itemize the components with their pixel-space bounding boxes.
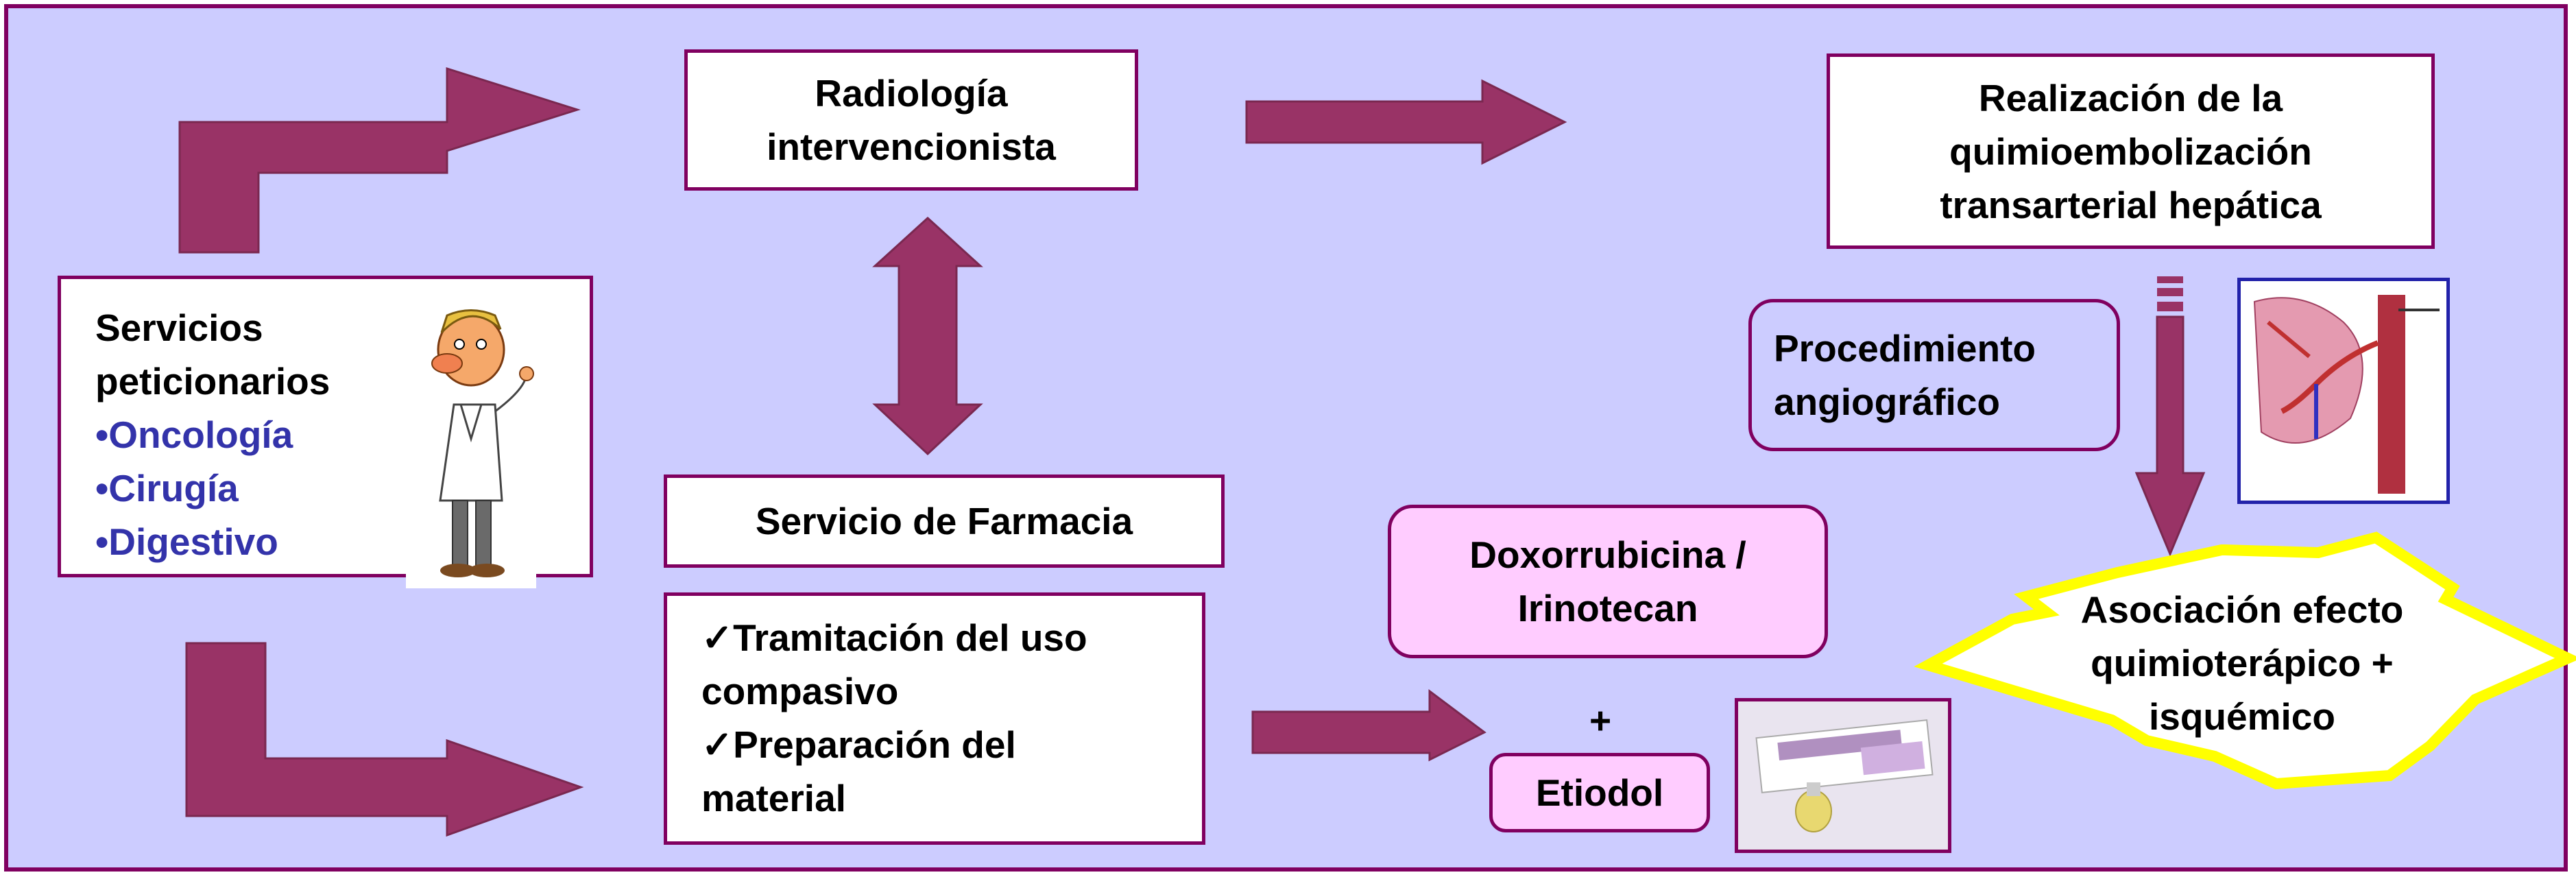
- asociacion-star-shape: [1914, 531, 2576, 790]
- etiodol-label: Etiodol: [1535, 771, 1664, 814]
- realizacion-line-3: transarterial hepática: [1940, 183, 2322, 226]
- doctor-cartoon-icon: [406, 302, 536, 588]
- servicios-item-oncologia: •Oncología: [95, 413, 293, 456]
- farmacia-box: Servicio de Farmacia: [664, 474, 1225, 568]
- arrow-tramitacion-to-products: [1251, 689, 1486, 762]
- radiologia-line-1: Radiología: [815, 72, 1008, 115]
- servicios-title-1: Servicios: [95, 307, 263, 349]
- doxorrubicina-box: Doxorrubicina / Irinotecan: [1388, 505, 1828, 658]
- arrow-radiologia-to-realizacion: [1245, 79, 1567, 165]
- arrow-servicios-to-farmacia: [185, 642, 584, 837]
- doxorrubicina-line-2: Irinotecan: [1517, 587, 1698, 629]
- procedimiento-line-1: Procedimiento: [1774, 327, 2036, 370]
- servicios-title-2: peticionarios: [95, 360, 330, 403]
- doxorrubicina-line-1: Doxorrubicina /: [1469, 533, 1746, 576]
- asociacion-line-3: isquémico: [2148, 695, 2335, 738]
- procedimiento-line-2: angiográfico: [1774, 381, 2001, 423]
- asociacion-line-2: quimioterápico +: [2091, 642, 2394, 684]
- asociacion-line-1: Asociación efecto: [2080, 588, 2404, 631]
- realizacion-line-2: quimioembolización: [1949, 130, 2312, 173]
- tramitacion-line-1: ✓Tramitación del uso: [701, 616, 1087, 659]
- tramitacion-line-3: ✓Preparación del: [701, 723, 1016, 766]
- arrow-stripe-1: [2157, 276, 2183, 283]
- etiodol-box: Etiodol: [1489, 753, 1710, 832]
- servicios-item-cirugia: •Cirugía: [95, 467, 239, 509]
- realizacion-line-1: Realización de la: [1978, 76, 2283, 119]
- angiography-diagram-icon: [2237, 278, 2450, 504]
- arrow-realizacion-to-asociacion: [2134, 315, 2206, 557]
- arrow-servicios-to-radiologia: [178, 67, 581, 254]
- arrow-stripe-2: [2157, 288, 2183, 296]
- tramitacion-box: ✓Tramitación del uso compasivo ✓Preparac…: [664, 592, 1205, 845]
- asociacion-label: Asociación efecto quimioterápico + isqué…: [2009, 577, 2475, 749]
- procedimiento-box: Procedimiento angiográfico: [1748, 299, 2120, 451]
- plus-sign: +: [1589, 699, 1612, 742]
- farmacia-label: Servicio de Farmacia: [755, 500, 1133, 542]
- arrow-stripe-3: [2157, 302, 2183, 311]
- radiologia-line-2: intervencionista: [767, 125, 1056, 168]
- arrow-radiologia-farmacia-double: [872, 216, 983, 456]
- radiologia-box: Radiología intervencionista: [684, 49, 1138, 191]
- lipiodol-product-photo: [1735, 698, 1951, 853]
- tramitacion-line-2: compasivo: [701, 670, 899, 712]
- tramitacion-line-4: material: [701, 777, 846, 819]
- servicios-item-digestivo: •Digestivo: [95, 520, 278, 563]
- realizacion-box: Realización de la quimioembolización tra…: [1827, 53, 2435, 249]
